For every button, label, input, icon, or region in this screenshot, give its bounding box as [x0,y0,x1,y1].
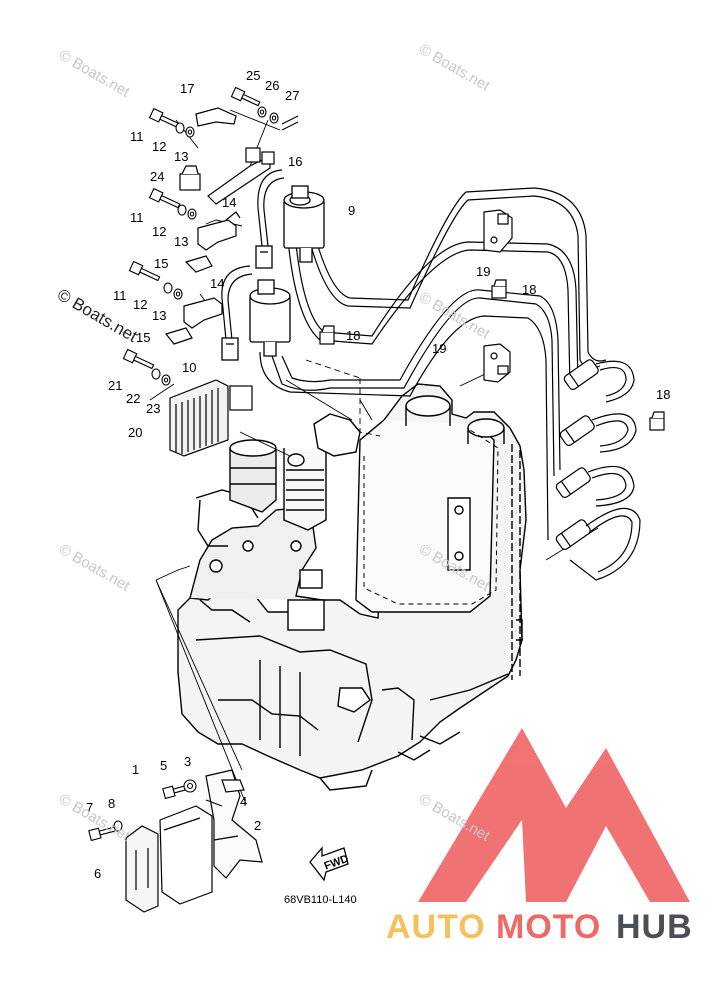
part-label: 3 [184,754,191,769]
watermark: © Boats.net [416,41,493,95]
fwd-arrow-icon [309,846,349,882]
part-label: 12 [152,224,166,239]
rectifier-regulator [169,379,253,457]
part-label: 12 [152,139,166,154]
part-label: 7 [86,800,93,815]
watermark: © Boats.net [54,285,141,346]
part-label: 19 [432,341,446,356]
fwd-label: FWD [323,853,351,873]
part-label: 18 [346,328,360,343]
part-label: 22 [126,391,140,406]
watermark: © Boats.net [416,541,493,595]
part-label: 23 [146,401,160,416]
part-label: 19 [476,264,490,279]
part-label: 4 [240,794,247,809]
part-label: 15 [154,256,168,271]
part-label: 17 [180,81,194,96]
part-label: 16 [288,154,302,169]
brand-moto: MOTO [496,908,601,946]
part-label: 26 [265,78,279,93]
brand-wordmark: AUTO MOTO HUB [386,908,693,946]
part-label: 13 [174,149,188,164]
part-label: 6 [94,866,101,881]
part-label: 9 [348,203,355,218]
ignition-coil-upper [255,185,325,269]
part-label: 11 [130,210,144,225]
brackets [164,107,665,431]
part-label: 18 [522,282,536,297]
part-label: 24 [150,169,164,184]
watermark: © Boats.net [56,47,133,101]
part-label: 15 [136,330,150,345]
brand-hub: HUB [616,908,693,946]
reference-code: 68VB110-L140 [284,894,357,906]
part-label: 12 [133,297,147,312]
part-label: 20 [128,425,142,440]
ignition-leads [221,169,607,541]
watermark: © Boats.net [416,289,493,343]
brand-auto: AUTO [386,908,486,946]
part-label: 8 [108,796,115,811]
part-label: 11 [113,288,127,303]
part-label: 11 [130,129,144,144]
part-label: 27 [285,88,299,103]
part-label: 18 [656,387,670,402]
spark-plug-caps [555,359,641,581]
watermark: © Boats.net [56,791,133,845]
part-label: 5 [160,758,167,773]
watermark: © Boats.net [416,791,493,845]
part-label: 13 [174,234,188,249]
ignition-coil-lower [221,279,291,361]
part-label: 14 [210,276,224,291]
electrical-box [125,769,263,913]
part-label: 2 [254,818,261,833]
part-label: 13 [152,308,166,323]
watermark: © Boats.net [56,541,133,595]
part-label: 1 [132,762,139,777]
automotohub-logo-icon [418,728,690,902]
part-label: 10 [182,360,196,375]
part-label: 14 [222,195,236,210]
part-label: 21 [108,378,122,393]
engine-block [177,383,527,791]
part-label: 25 [246,68,260,83]
fasteners [88,86,299,842]
